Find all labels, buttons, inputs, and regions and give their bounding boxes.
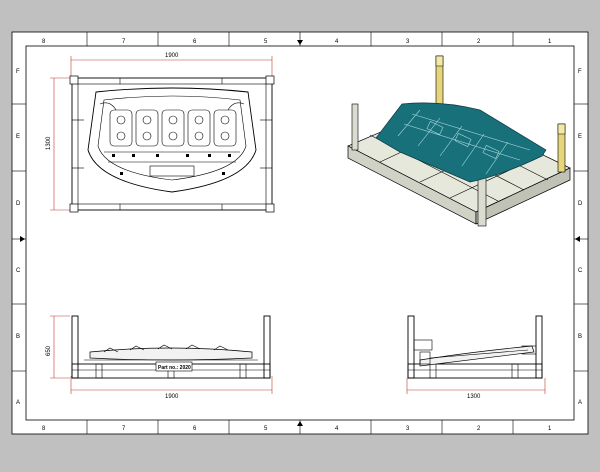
- row-labels-left: F E D C B A: [16, 69, 21, 406]
- col-label-4-bottom: 4: [335, 426, 339, 432]
- row-label-D: D: [16, 201, 21, 207]
- col-label-8: 8: [42, 39, 46, 45]
- column-labels-top: 8 7 6 5 4 3 2 1: [42, 39, 552, 45]
- side-view: 1300: [406, 315, 546, 400]
- part-label-box: [155, 361, 193, 372]
- row-label-E-right: E: [578, 134, 582, 140]
- row-label-F-right: F: [578, 69, 582, 75]
- col-label-7-bottom: 7: [122, 426, 126, 432]
- col-label-7: 7: [122, 39, 126, 45]
- part-label: Part no.: 2020: [158, 365, 191, 371]
- centering-marks: [12, 32, 588, 434]
- front-height-dimension: 650: [46, 345, 52, 356]
- col-label-3-bottom: 3: [406, 426, 410, 432]
- side-width-dimension: 1300: [467, 394, 481, 400]
- col-label-1-bottom: 1: [548, 426, 552, 432]
- isometric-view: [347, 55, 571, 227]
- col-label-8-bottom: 8: [42, 426, 46, 432]
- paper-sheet: [11, 31, 589, 435]
- col-label-5: 5: [264, 39, 268, 45]
- front-width-dimension: 1900: [165, 394, 179, 400]
- zone-ticks: [12, 32, 588, 434]
- row-label-B-right: B: [578, 334, 582, 340]
- top-view: 1900 1300: [46, 53, 275, 213]
- row-label-C: C: [16, 268, 21, 274]
- col-label-2: 2: [477, 39, 481, 45]
- col-label-6-bottom: 6: [193, 426, 197, 432]
- row-label-B: B: [16, 334, 20, 340]
- row-labels-right: F E D C B A: [578, 69, 583, 406]
- front-view: 1900 650 Part no.: 2020: [46, 315, 273, 400]
- col-label-1: 1: [548, 39, 552, 45]
- column-labels-bottom: 8 7 6 5 4 3 2 1: [42, 426, 552, 432]
- row-label-F: F: [16, 69, 20, 75]
- row-label-D-right: D: [578, 201, 583, 207]
- col-label-5-bottom: 5: [264, 426, 268, 432]
- top-height-dimension: 1300: [46, 136, 52, 150]
- top-width-dimension: 1900: [165, 53, 179, 59]
- row-label-A: A: [16, 400, 20, 406]
- col-label-2-bottom: 2: [477, 426, 481, 432]
- col-label-6: 6: [193, 39, 197, 45]
- col-label-3: 3: [406, 39, 410, 45]
- row-label-C-right: C: [578, 268, 583, 274]
- col-label-4: 4: [335, 39, 339, 45]
- row-label-A-right: A: [578, 400, 582, 406]
- row-label-E: E: [16, 134, 20, 140]
